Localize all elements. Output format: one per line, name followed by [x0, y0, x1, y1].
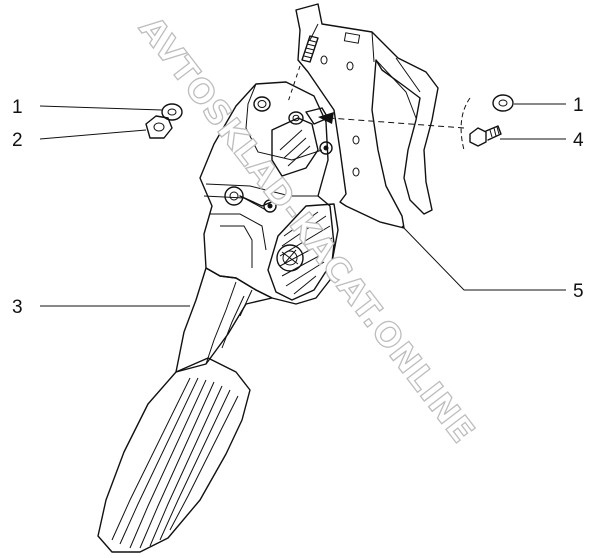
mounting-bracket	[295, 3, 439, 229]
sensor-module	[271, 107, 333, 177]
bolt-right	[460, 97, 502, 151]
leader-lines	[39, 103, 566, 307]
nut-left	[145, 115, 173, 139]
washer-right	[492, 94, 514, 112]
pedal-arm	[175, 267, 273, 373]
callout-1-right: 1	[573, 95, 584, 116]
pivot-linkage	[224, 186, 277, 213]
watermark-text: AVTOSKLAD-KACAT.ONLINE	[132, 9, 483, 450]
stud-bolt	[287, 35, 319, 103]
callout-3-left: 3	[12, 297, 23, 318]
pedal-pad	[97, 357, 251, 553]
ribbed-sector	[267, 203, 339, 301]
assembly-arrow	[318, 112, 465, 129]
callout-1-left: 1	[12, 97, 23, 118]
callout-2-left: 2	[12, 130, 23, 151]
callout-labels: 1 2 3 1 4 5	[12, 95, 584, 318]
washer-left	[161, 103, 183, 121]
callout-5-right: 5	[573, 281, 584, 302]
callout-4-right: 4	[573, 130, 584, 151]
